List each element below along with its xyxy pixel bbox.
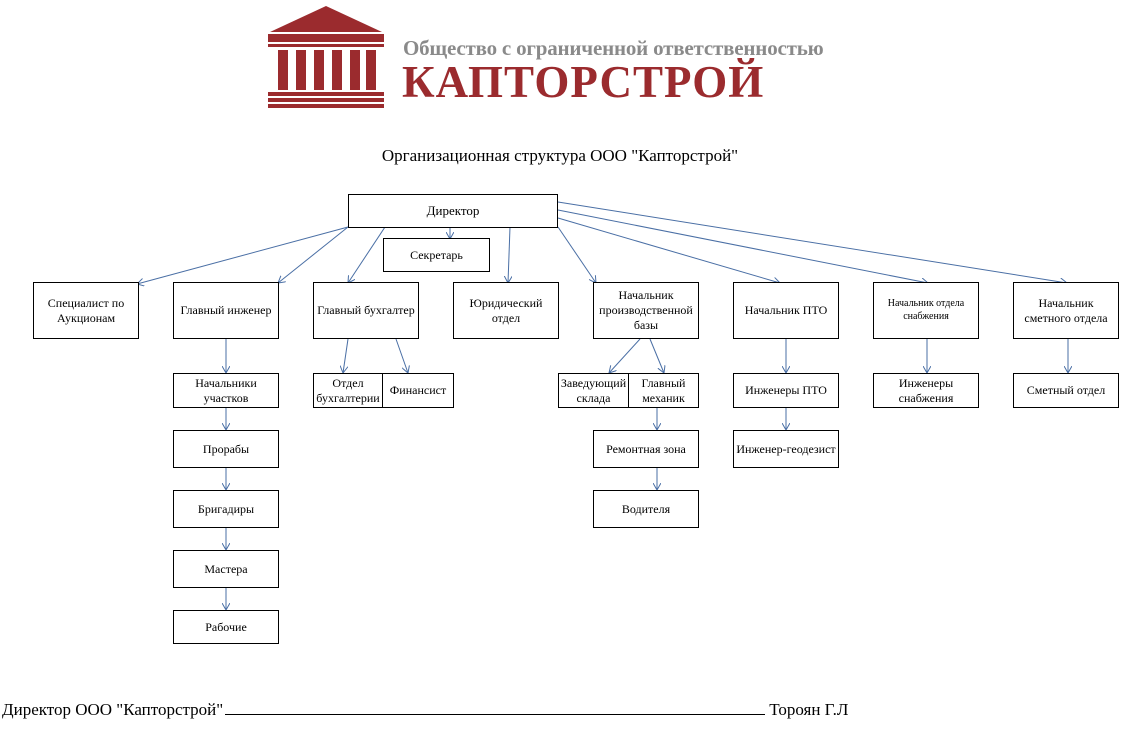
- node-accounting-department: Отдел бухгалтерии: [313, 373, 383, 408]
- connector: [649, 338, 664, 373]
- node-pto-head: Начальник ПТО: [733, 282, 839, 339]
- connector: [557, 226, 596, 283]
- node-production-base-head: Начальник производственной базы: [593, 282, 699, 339]
- signatory-name: Тороян Г.Л: [769, 700, 849, 719]
- node-workers: Рабочие: [173, 610, 279, 644]
- node-chief-engineer: Главный инженер: [173, 282, 279, 339]
- connector: [137, 226, 349, 284]
- node-supply-head: Начальник отдела снабжения: [873, 282, 979, 339]
- connector: [508, 226, 510, 283]
- node-brigadiers: Бригадиры: [173, 490, 279, 528]
- node-chief-mechanic: Главный механик: [628, 373, 699, 408]
- node-estimate-department: Сметный отдел: [1013, 373, 1119, 408]
- node-financier: Финансист: [382, 373, 454, 408]
- node-foremen: Прорабы: [173, 430, 279, 468]
- node-warehouse-manager: Заведующий склада: [558, 373, 629, 408]
- node-pto-engineers: Инженеры ПТО: [733, 373, 839, 408]
- connector: [557, 217, 780, 283]
- node-geodesist: Инженер-геодезист: [733, 430, 839, 468]
- node-drivers: Водителя: [593, 490, 699, 528]
- signature-label: Директор ООО "Капторстрой": [2, 700, 224, 719]
- connector: [557, 209, 928, 283]
- building-columns-icon: [268, 6, 384, 108]
- node-supply-engineers: Инженеры снабжения: [873, 373, 979, 408]
- node-auction-specialist: Специалист по Аукционам: [33, 282, 139, 339]
- connector: [609, 338, 641, 373]
- node-chief-accountant: Главный бухгалтер: [313, 282, 419, 339]
- connector: [348, 226, 386, 283]
- node-site-heads: Начальники участков: [173, 373, 279, 408]
- node-legal-department: Юридический отдел: [453, 282, 559, 339]
- signature-line: [225, 700, 766, 715]
- connector: [395, 338, 408, 373]
- node-masters: Мастера: [173, 550, 279, 588]
- company-legal-form: Общество с ограниченной ответственностью: [403, 36, 824, 60]
- connector: [278, 226, 349, 283]
- company-name: КАПТОРСТРОЙ: [402, 57, 765, 107]
- node-repair-zone: Ремонтная зона: [593, 430, 699, 468]
- connector: [557, 201, 1067, 283]
- chart-title: Организационная структура ООО "Капторстр…: [381, 146, 739, 165]
- node-estimate-head: Начальник сметного отдела: [1013, 282, 1119, 339]
- signature-block: Директор ООО "Капторстрой" Тороян Г.Л: [2, 700, 848, 720]
- connector: [343, 338, 349, 373]
- node-secretary: Секретарь: [383, 238, 490, 272]
- node-director: Директор: [348, 194, 558, 228]
